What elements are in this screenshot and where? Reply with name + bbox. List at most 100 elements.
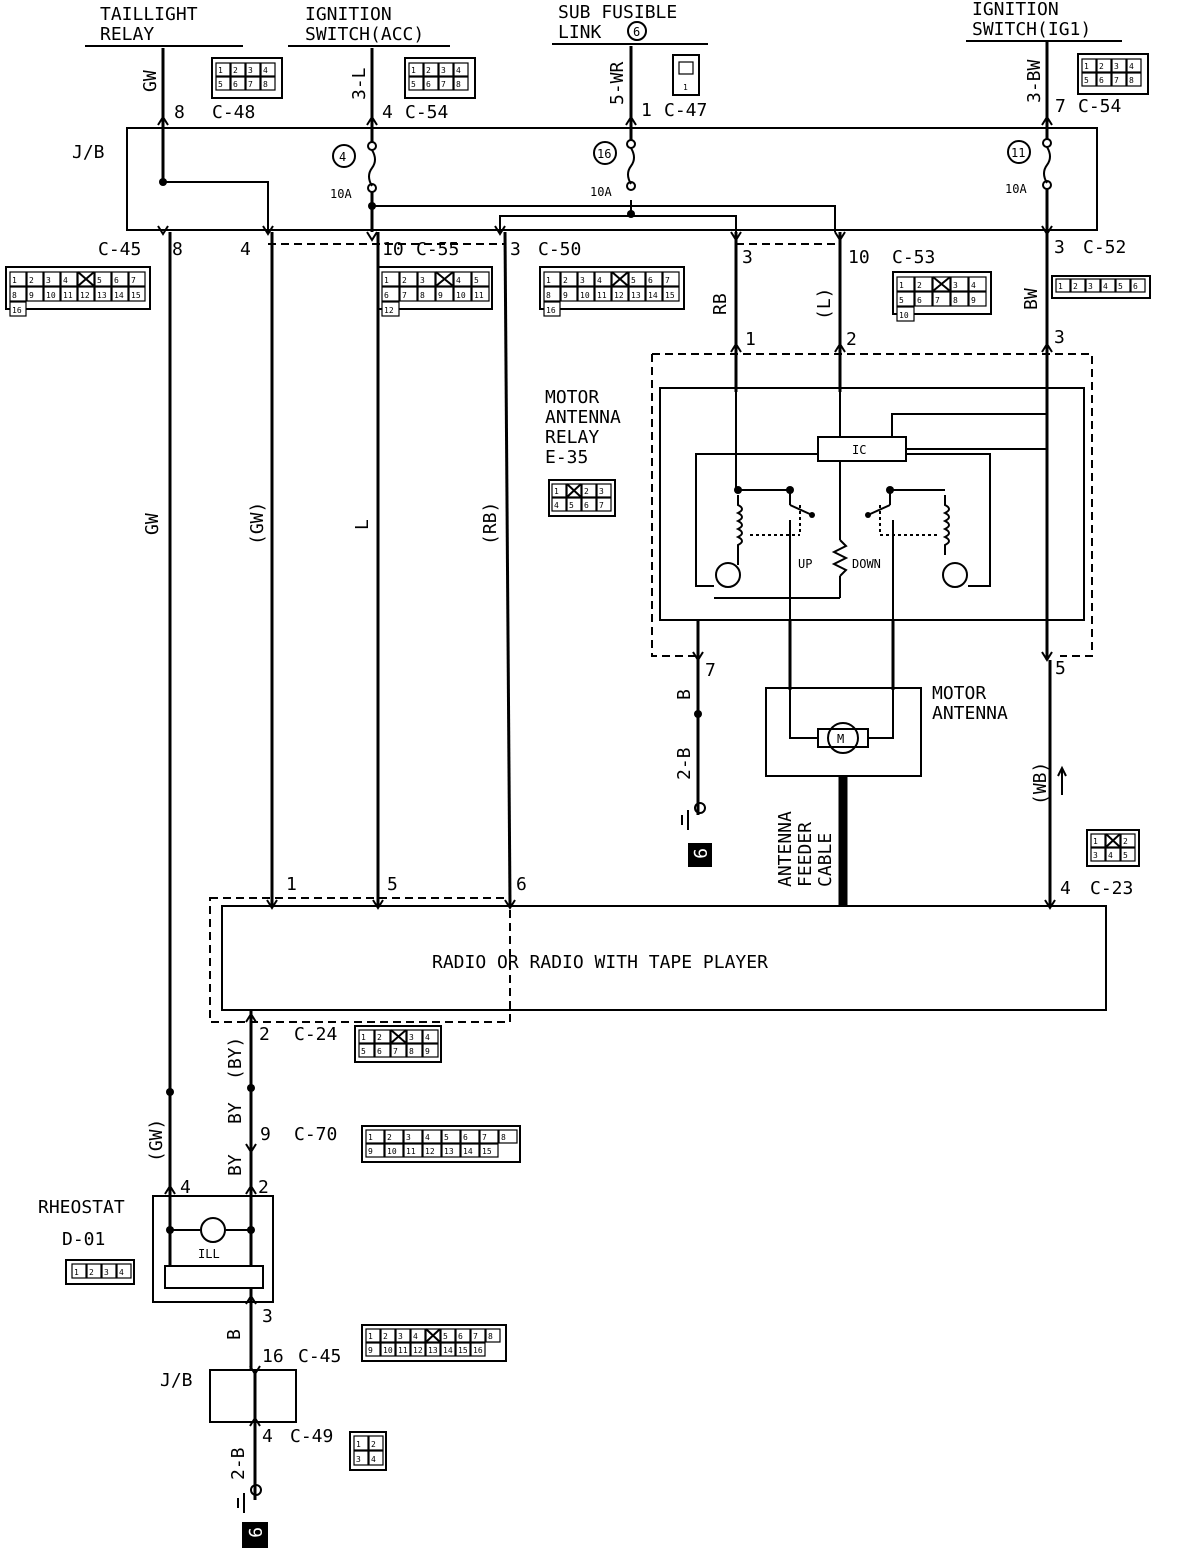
connector-cell-label: 3 — [1114, 62, 1119, 71]
jb-bottom-pin3c: 3 — [1054, 237, 1065, 258]
connector-cell — [662, 286, 680, 302]
connector-cell-label: 1 — [368, 1133, 373, 1142]
connector-cell — [441, 1129, 461, 1144]
label-2b: 2-B — [674, 747, 695, 780]
connector-cell-label: 3 — [406, 1133, 411, 1142]
connector-cell-label: 3 — [409, 1033, 414, 1042]
connector-cell — [43, 286, 61, 302]
connector-cell-label: 6 — [377, 1047, 382, 1056]
connector-cell — [353, 1435, 369, 1451]
connector-cell-label: 7 — [441, 80, 446, 89]
connector-cell — [896, 276, 915, 292]
connector-c47-symbol: 1 — [672, 54, 700, 96]
bottom-jb-c45: C-45 — [298, 1346, 341, 1367]
connector-cell — [406, 1043, 423, 1058]
connector-cell-label: 10 — [383, 1346, 393, 1355]
connector-cell-label: 12 — [384, 306, 394, 315]
relay-name-3: RELAY — [545, 427, 599, 448]
connector-cell-label: 9 — [29, 291, 34, 300]
relay-up: UP — [798, 557, 812, 571]
connector-cell-label: 4 — [1129, 62, 1134, 71]
connector-cell — [662, 271, 680, 287]
motor-symbol: M — [837, 732, 844, 746]
rheostat-pin2: 2 — [258, 1177, 269, 1198]
label-bw: BW — [1021, 288, 1042, 310]
label-by-2: BY — [225, 1154, 246, 1176]
connector-cell-label: 3 — [599, 487, 604, 496]
connector-cell — [245, 62, 261, 77]
connector-cell-label: 12 — [425, 1147, 435, 1156]
connector-cell — [914, 291, 933, 307]
connector-cell — [399, 271, 418, 287]
connector-cell-label: 3 — [953, 281, 958, 290]
connector-cell-label: 15 — [482, 1147, 492, 1156]
connector-cell — [417, 286, 436, 302]
connector-cell — [1111, 58, 1127, 73]
connector-cell-label: 10 — [46, 291, 56, 300]
ign-acc-line1: IGNITION — [305, 4, 392, 25]
label-b-bottom: B — [224, 1329, 245, 1340]
connector-cell-label: 2 — [584, 487, 589, 496]
relay-name-2: ANTENNA — [545, 407, 621, 428]
fuse-16: 16 10A — [590, 139, 636, 199]
connector-cell — [485, 1328, 501, 1343]
connector-cell — [628, 271, 646, 287]
radio-pin4: 4 — [1060, 878, 1071, 899]
connector-cell — [71, 1263, 87, 1279]
label-rb-paren: (RB) — [480, 502, 501, 545]
connector-cell-label: 11 — [398, 1346, 408, 1355]
connector-cell — [399, 286, 418, 302]
connector-cell-label: 9 — [438, 291, 443, 300]
connector-cell — [438, 62, 454, 77]
connector-cell-label: 9 — [425, 1047, 430, 1056]
connector-cell — [365, 1143, 385, 1158]
connector-cell-label: 7 — [599, 501, 604, 510]
connector-cell-label: 7 — [248, 80, 253, 89]
connector-cell — [645, 286, 663, 302]
ign-ig1-line2: SWITCH(IG1) — [972, 19, 1091, 40]
connector-cell — [968, 276, 987, 292]
connector-cell-label: 6 — [584, 501, 589, 510]
connector-cell-label: 13 — [428, 1346, 438, 1355]
ground-symbol-bottom: 9 — [237, 1484, 268, 1548]
connector-cell-label: 6 — [648, 276, 653, 285]
connector-cell — [1115, 278, 1131, 293]
connector-cell-label: 3 — [441, 66, 446, 75]
connector-cell-label: 16 — [12, 306, 22, 315]
feeder-line2: FEEDER — [795, 822, 816, 887]
sub-fusible-line1: SUB FUSIBLE — [558, 2, 677, 23]
connector-cell-label: 4 — [554, 501, 559, 510]
svg-text:10A: 10A — [590, 185, 612, 199]
connector-cell-label: 14 — [443, 1346, 453, 1355]
connector-cell-blank — [390, 1029, 407, 1044]
connector-cell-label: 11 — [63, 291, 73, 300]
connector-cell-label: 3 — [104, 1268, 109, 1277]
connector-cell — [128, 286, 146, 302]
connector-cell-label: 6 — [384, 291, 389, 300]
connector-cell — [440, 1328, 456, 1343]
connector-cell — [260, 62, 276, 77]
connector-cell — [358, 1043, 375, 1058]
connector-cell — [1120, 833, 1136, 848]
connector-cell-label: 4 — [371, 1455, 376, 1464]
connector-cell — [914, 276, 933, 292]
svg-text:10A: 10A — [1005, 182, 1027, 196]
jb-bottom-pin3b: 3 — [742, 247, 753, 268]
label-gw-bottom: (GW) — [146, 1119, 167, 1162]
connector-cell-label: 11 — [406, 1147, 416, 1156]
fuse-11: 11 10A — [1005, 138, 1052, 196]
connector-cell-label: 5 — [361, 1047, 366, 1056]
conn-c24: C-24 — [294, 1024, 337, 1045]
connector-cell-label: 6 — [917, 296, 922, 305]
conn-c23: C-23 — [1090, 878, 1133, 899]
connector-cell-label: 1 — [546, 276, 551, 285]
connector-cell-label: 16 — [546, 306, 556, 315]
connector-cell — [381, 271, 400, 287]
jb-bottom-c50: C-50 — [538, 239, 581, 260]
bottom-jb-pin4: 4 — [262, 1426, 273, 1447]
connector-cell — [498, 1129, 518, 1144]
connector-cell-label: 10 — [387, 1147, 397, 1156]
